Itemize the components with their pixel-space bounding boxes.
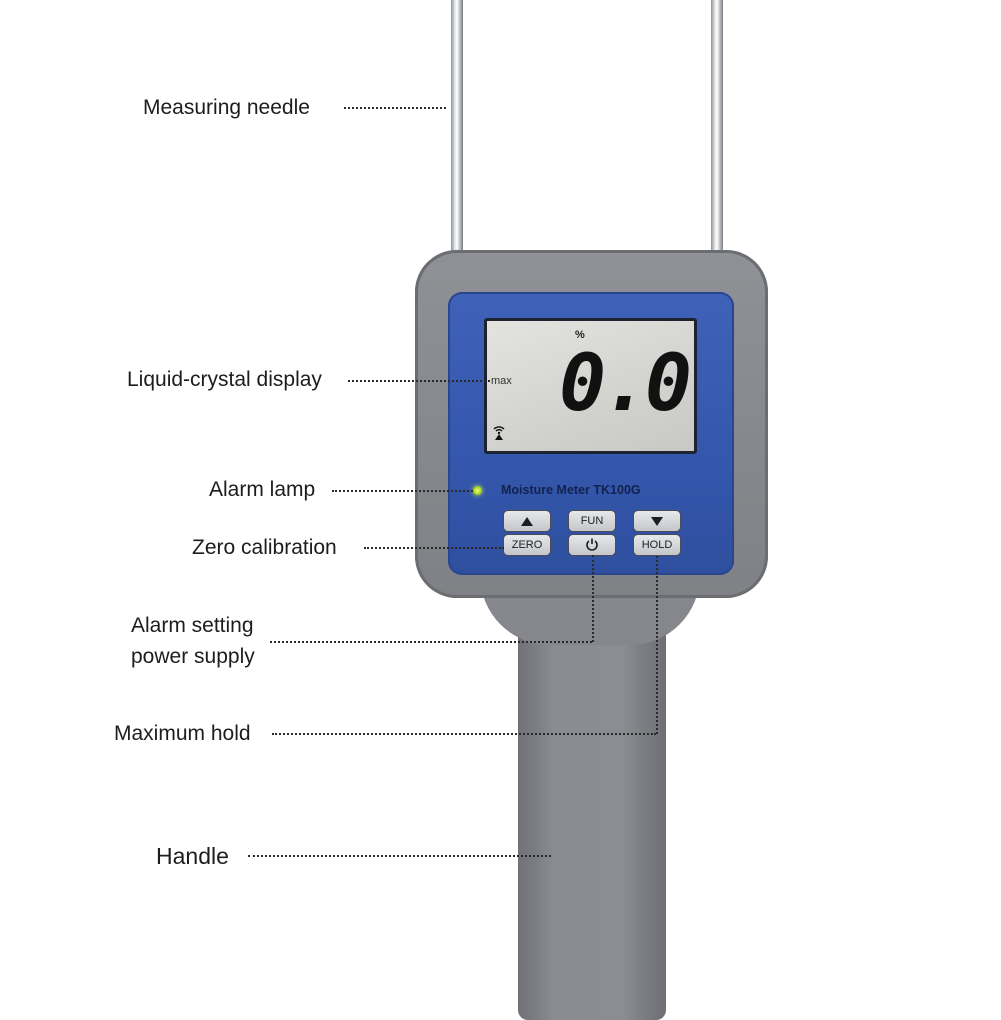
zero-button[interactable]: ZERO (503, 534, 551, 556)
callout-alarm-setting: Alarm setting (131, 614, 254, 637)
callout-maximum-hold: Maximum hold (114, 722, 251, 745)
callout-power-supply: power supply (131, 645, 255, 668)
leader-zero-calibration (364, 547, 504, 549)
measuring-needle-left (451, 0, 463, 262)
leader-handle (248, 855, 551, 857)
leader-lcd-display (348, 380, 490, 382)
lcd-reading: 0.0 (559, 339, 692, 429)
fun-button-label: FUN (580, 515, 604, 527)
leader-maximum-hold-vertical (656, 556, 658, 734)
measuring-needle-right (711, 0, 723, 262)
callout-handle: Handle (156, 843, 229, 869)
callout-zero-calibration: Zero calibration (192, 536, 337, 559)
power-icon (585, 537, 599, 554)
hold-button-label: HOLD (641, 539, 673, 551)
hold-button[interactable]: HOLD (633, 534, 681, 556)
lcd-max-indicator: max (491, 375, 512, 387)
model-label: Moisture Meter TK100G (501, 483, 641, 497)
up-button[interactable] (503, 510, 551, 532)
down-arrow-icon (651, 516, 663, 526)
callout-measuring-needle: Measuring needle (143, 96, 310, 119)
alarm-lamp (473, 486, 482, 495)
leader-alarm-setting-horizontal (270, 641, 592, 643)
leader-maximum-hold-horizontal (272, 733, 656, 735)
leader-alarm-setting-vertical (592, 555, 594, 642)
callout-alarm-lamp: Alarm lamp (209, 478, 316, 501)
lcd-display: % 0.0 max (484, 318, 697, 454)
callout-lcd-display: Liquid-crystal display (127, 368, 322, 391)
power-button[interactable] (568, 534, 616, 556)
fun-button[interactable]: FUN (568, 510, 616, 532)
leader-measuring-needle (344, 107, 446, 109)
zero-button-label: ZERO (511, 539, 543, 551)
lcd-percent-unit: % (575, 329, 585, 341)
leader-alarm-lamp (332, 490, 473, 492)
alarm-signal-icon (492, 423, 506, 443)
down-button[interactable] (633, 510, 681, 532)
up-arrow-icon (521, 516, 533, 526)
